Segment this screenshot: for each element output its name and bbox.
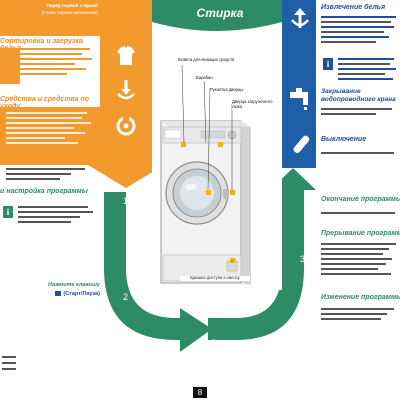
- start-pause-button[interactable]: (Старт/Пауза): [40, 291, 100, 297]
- left-text-block-4: [18, 206, 98, 226]
- right-text-block-4: [321, 152, 400, 157]
- detergent-icon: [112, 76, 140, 104]
- left-section3-title: и настройка программы: [0, 188, 88, 195]
- left-step-start-label: Нажмите клавишу: [48, 282, 100, 288]
- callout-pump: Крышка доступа к насосу: [180, 275, 250, 281]
- callout-dispenser: Кювета для моющих средств: [178, 57, 264, 63]
- washing-care-icon: [112, 112, 140, 140]
- right-text-block-3: [321, 108, 400, 118]
- step-number-3: 3: [300, 254, 306, 264]
- step-number-1: 1: [123, 196, 129, 206]
- tap-icon: [286, 86, 314, 117]
- marker-handle: [230, 190, 235, 195]
- callout-lines: [181, 64, 233, 262]
- left-text-block-2: [6, 112, 96, 147]
- pen-icon: [289, 132, 313, 161]
- right-section2-title: Закрывание водопроводного крана: [321, 88, 396, 103]
- left-head-small-2: (Глава первое включение): [41, 10, 98, 15]
- top-banner-shape: [152, 0, 282, 31]
- info-icon-left: i: [3, 206, 13, 218]
- left-footnote-lines: [2, 356, 16, 374]
- right-text-block-7: [321, 308, 400, 323]
- right-section5-title: Прерывание программы: [321, 230, 400, 237]
- right-text-block-2: [338, 58, 400, 83]
- marker-drum: [206, 190, 211, 195]
- start-pause-label: (Старт/Пауза): [63, 291, 100, 297]
- marker-dispenser: [181, 142, 186, 147]
- page-number: 8: [193, 387, 207, 398]
- step-number-2: 2: [123, 292, 129, 302]
- right-text-block-5: [321, 212, 400, 217]
- green-loop-arc-right: [208, 188, 304, 340]
- callout-drum: Барабан: [196, 75, 236, 81]
- info-icon-right: i: [323, 58, 333, 70]
- right-section1-title: Извлечение белья: [321, 4, 386, 11]
- right-section4-title: Окончание программы: [321, 196, 400, 203]
- start-pause-icon: [55, 291, 62, 297]
- left-orange-band-1: [0, 48, 20, 84]
- left-text-block-3: [6, 168, 96, 183]
- left-head-small: Перед первой стиркой: [46, 3, 98, 8]
- right-section6-title: Изменение программы: [321, 294, 400, 301]
- shirt-icon: [112, 42, 140, 70]
- green-loop-arc: [104, 192, 186, 340]
- left-orange-headbar: [0, 0, 100, 36]
- left-text-block-1: [20, 48, 98, 78]
- left-section2-title: Средства и средства по уходу: [0, 96, 90, 110]
- marker-panel: [218, 142, 223, 147]
- right-text-block-1: [321, 16, 400, 46]
- right-text-block-6: [321, 243, 400, 278]
- orange-arrow-down: [88, 165, 164, 188]
- left-orange-band-2: [0, 107, 100, 165]
- right-section3-title: Выключение: [321, 136, 367, 143]
- bottom-banner-text: Стирка: [208, 338, 252, 350]
- callout-handle: Рукоятка дверцы: [210, 87, 266, 93]
- callout-door: Дверца загрузочного люка: [232, 99, 280, 110]
- marker-pump: [230, 258, 235, 263]
- unload-icon: [288, 6, 312, 37]
- top-banner-text: Стирка: [196, 6, 244, 20]
- green-arrow-right: [180, 308, 212, 352]
